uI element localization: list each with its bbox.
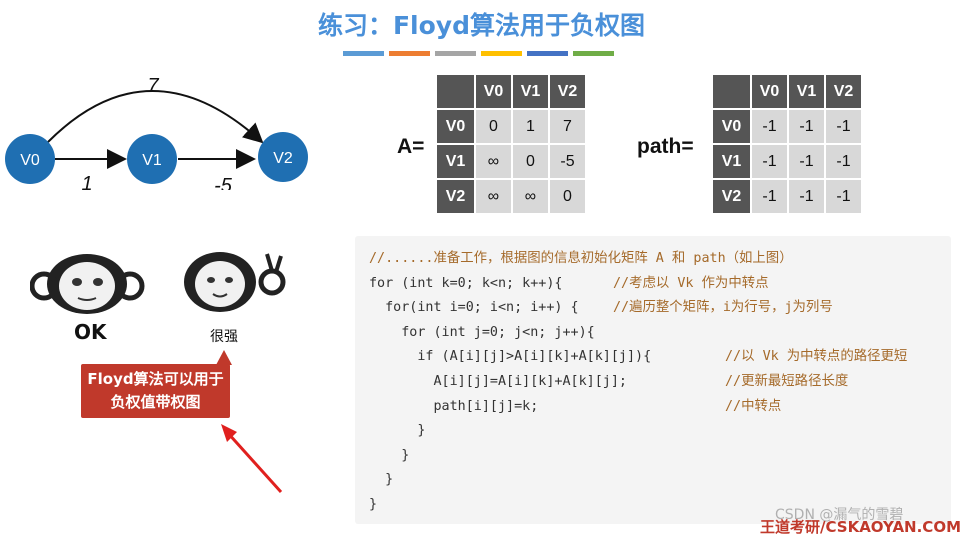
row-header: V2 (711, 178, 752, 215)
edge-v0-v2 (47, 90, 264, 144)
col-header: V0 (750, 73, 789, 110)
panda-meme-ok-image (30, 254, 145, 314)
matrix-path: V0 V1 V2 V0 -1 -1 -1 V1 -1 -1 -1 V2 -1 -… (711, 73, 863, 215)
site-watermark: 王道考研/CSKAOYAN.COM (760, 518, 961, 536)
matrix-cell: ∞ (474, 143, 513, 180)
matrix-cell: -1 (824, 108, 863, 145)
code-text: for(int i=0; i<n; i++) { (369, 300, 579, 316)
code-text: A[i][j]=A[i][k]+A[k][j]; (369, 373, 627, 389)
code-comment: //中转点 (725, 398, 782, 414)
slide-title: 练习：Floyd算法用于负权图 (317, 11, 645, 40)
code-line: if (A[i][j]>A[i][k]+A[k][j]){ //以 Vk 为中转点… (369, 345, 951, 370)
code-comment: //考虑以 Vk 作为中转点 (613, 275, 769, 291)
code-text: for (int k=0; k<n; k++){ (369, 275, 563, 291)
matrix-cell: 7 (548, 108, 587, 145)
edge-weight-v0-v2: 7 (147, 75, 159, 97)
col-header: V2 (548, 73, 587, 110)
meme-strong-caption: 很强 (210, 329, 238, 345)
red-arrow-icon (221, 424, 283, 494)
matrix-cell: -1 (750, 108, 789, 145)
code-line: } (369, 496, 378, 512)
row-header: V0 (711, 108, 752, 145)
edge-weight-v0-v1: 1 (81, 173, 92, 190)
code-comment: //更新最短路径长度 (725, 373, 849, 389)
code-line: for(int i=0; i<n; i++) { //遍历整个矩阵，i为行号，j为… (369, 296, 951, 321)
code-line: for (int k=0; k<n; k++){ //考虑以 Vk 作为中转点 (369, 272, 951, 297)
matrix-cell: -1 (787, 108, 826, 145)
code-text: for (int j=0; j<n; j++){ (369, 324, 595, 340)
strip-segment (481, 51, 522, 56)
col-header: V1 (787, 73, 826, 110)
code-block: //......准备工作，根据图的信息初始化矩阵 A 和 path（如上图） f… (355, 236, 951, 524)
code-line: } (369, 447, 410, 463)
matrix-path-label: path= (637, 135, 694, 158)
strip-segment (389, 51, 430, 56)
node-v0 (5, 134, 55, 184)
code-comment: //遍历整个矩阵，i为行号，j为列号 (613, 300, 833, 316)
matrix-cell: 0 (548, 178, 587, 215)
matrix-cell: -1 (787, 178, 826, 215)
matrix-cell: -1 (787, 143, 826, 180)
matrix-cell: -1 (824, 143, 863, 180)
matrix-cell: -1 (750, 178, 789, 215)
matrix-cell: -5 (548, 143, 587, 180)
code-line: path[i][j]=k; //中转点 (369, 395, 951, 420)
strip-segment (573, 51, 614, 56)
callout-line2: 负权值带权图 (110, 393, 201, 411)
matrix-cell: ∞ (511, 178, 550, 215)
node-v2 (258, 132, 308, 182)
matrix-cell: 0 (474, 108, 513, 145)
code-line: } (369, 423, 426, 439)
code-line: A[i][j]=A[i][k]+A[k][j]; //更新最短路径长度 (369, 370, 951, 395)
col-header: V2 (824, 73, 863, 110)
code-comment: //以 Vk 为中转点的路径更短 (725, 349, 908, 365)
matrix-cell: -1 (824, 178, 863, 215)
edge-weight-v1-v2: -5 (214, 175, 233, 190)
matrix-cell: 0 (511, 143, 550, 180)
node-v1 (127, 134, 177, 184)
meme-ok-caption: OK (74, 320, 107, 344)
row-header: V1 (435, 143, 476, 180)
csdn-watermark: CSDN @漏气的雪碧 (775, 507, 904, 523)
code-line: //......准备工作，根据图的信息初始化矩阵 A 和 path（如上图） (369, 251, 793, 266)
strip-segment (343, 51, 384, 56)
col-header: V0 (474, 73, 513, 110)
matrix-corner (711, 73, 752, 110)
code-line: for (int j=0; j<n; j++){ (369, 321, 951, 346)
code-line: } (369, 472, 394, 488)
graph-diagram: V0 V1 V2 7 1 -5 (5, 75, 308, 190)
matrix-cell: 1 (511, 108, 550, 145)
callout-line1: Floyd算法可以用于 (87, 370, 224, 388)
color-strip (343, 51, 614, 56)
row-header: V2 (435, 178, 476, 215)
row-header: V0 (435, 108, 476, 145)
node-v0-label: V0 (20, 152, 40, 169)
node-v2-label: V2 (273, 150, 293, 167)
matrix-corner (435, 73, 476, 110)
matrix-cell: -1 (750, 143, 789, 180)
strip-segment (527, 51, 568, 56)
node-v1-label: V1 (142, 152, 162, 169)
matrix-a: V0 V1 V2 V0 0 1 7 V1 ∞ 0 -5 V2 ∞ ∞ 0 (435, 73, 587, 215)
matrix-a-label: A= (397, 135, 425, 158)
matrix-cell: ∞ (474, 178, 513, 215)
col-header: V1 (511, 73, 550, 110)
strip-segment (435, 51, 476, 56)
row-header: V1 (711, 143, 752, 180)
callout-box: Floyd算法可以用于 负权值带权图 (81, 364, 230, 418)
code-text: path[i][j]=k; (369, 398, 539, 414)
callout-pointer (216, 350, 232, 365)
code-text: if (A[i][j]>A[i][k]+A[k][j]){ (369, 349, 652, 365)
panda-meme-strong-image (184, 252, 286, 312)
